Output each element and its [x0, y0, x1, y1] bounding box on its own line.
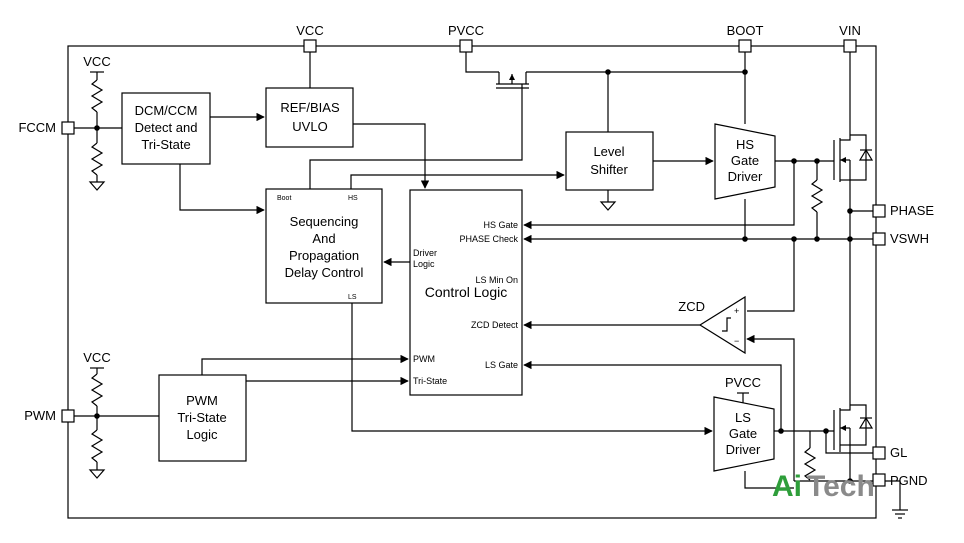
svg-text:Logic: Logic [413, 259, 435, 269]
pin-vcc-top: VCC [296, 23, 324, 53]
dcm-ccm-block: DCM/CCM Detect and Tri-State [121, 92, 211, 165]
pin-pvcc-top: PVCC [448, 23, 484, 53]
ref-bias-block: REF/BIAS UVLO [265, 87, 354, 148]
svg-text:Boot: Boot [277, 195, 291, 202]
svg-text:PVCC: PVCC [725, 375, 761, 390]
pin-phase: PHASE [872, 203, 934, 218]
svg-text:Logic: Logic [186, 427, 218, 442]
svg-text:VCC: VCC [296, 23, 323, 38]
ls-gate-driver: PVCC LS Gate Driver [713, 375, 775, 472]
hysteresis-icon [722, 317, 731, 332]
pin-gl: GL [872, 445, 907, 460]
svg-text:Control Logic: Control Logic [425, 284, 508, 300]
svg-text:PWM: PWM [24, 408, 56, 423]
svg-text:REF/BIAS: REF/BIAS [280, 100, 340, 115]
svg-text:DCM/CCM: DCM/CCM [135, 103, 198, 118]
svg-text:VCC: VCC [83, 54, 110, 69]
svg-text:LS Gate: LS Gate [485, 360, 518, 370]
svg-text:Delay Control: Delay Control [285, 265, 364, 280]
svg-text:PWM: PWM [413, 354, 435, 364]
svg-text:HS: HS [736, 137, 754, 152]
ground-icon [599, 201, 617, 211]
pin-fccm: FCCM [18, 120, 75, 135]
svg-text:HS Gate: HS Gate [483, 220, 518, 230]
svg-text:UVLO: UVLO [292, 119, 327, 134]
fccm-network: VCC [74, 54, 122, 191]
svg-text:Tri-State: Tri-State [413, 376, 447, 386]
pin-vswh: VSWH [872, 231, 929, 246]
svg-text:Level: Level [593, 144, 624, 159]
svg-text:Tri-State: Tri-State [141, 137, 190, 152]
watermark-logo: Ai Tech [772, 470, 875, 503]
svg-text:HS: HS [348, 195, 358, 202]
svg-text:PGND: PGND [890, 473, 928, 488]
svg-text:Driver: Driver [413, 248, 437, 258]
ground-icon [88, 469, 106, 479]
svg-text:−: − [734, 336, 739, 346]
svg-text:Ai: Ai [772, 470, 802, 503]
svg-text:BOOT: BOOT [727, 23, 764, 38]
svg-text:Driver: Driver [726, 442, 761, 457]
svg-text:PWM: PWM [186, 393, 218, 408]
svg-text:Propagation: Propagation [289, 248, 359, 263]
zcd-comparator: ZCD + − [678, 295, 746, 355]
svg-text:Shifter: Shifter [590, 162, 628, 177]
svg-text:VCC: VCC [83, 350, 110, 365]
svg-text:Tri-State: Tri-State [177, 410, 226, 425]
pin-pgnd: PGND [872, 473, 928, 488]
svg-text:ZCD: ZCD [678, 299, 705, 314]
svg-text:Sequencing: Sequencing [290, 214, 359, 229]
hs-mosfet-icon [833, 134, 874, 182]
svg-text:FCCM: FCCM [18, 120, 56, 135]
svg-text:LS: LS [348, 294, 357, 301]
svg-text:Driver: Driver [728, 169, 763, 184]
svg-text:Gate: Gate [729, 426, 757, 441]
svg-text:And: And [312, 231, 335, 246]
svg-text:PHASE: PHASE [890, 203, 934, 218]
pwm-tristate-block: PWM Tri-State Logic [158, 374, 247, 462]
control-logic-block: HS Gate PHASE Check Driver Logic LS Min … [409, 189, 523, 396]
ls-mosfet-icon [833, 395, 874, 452]
svg-text:Gate: Gate [731, 153, 759, 168]
svg-text:PHASE Check: PHASE Check [459, 234, 518, 244]
wires [179, 52, 908, 519]
pin-pwm: PWM [24, 408, 75, 423]
svg-text:LS Min On: LS Min On [475, 275, 518, 285]
svg-text:VIN: VIN [839, 23, 861, 38]
svg-text:Tech: Tech [807, 470, 875, 503]
svg-text:GL: GL [890, 445, 907, 460]
svg-text:VSWH: VSWH [890, 231, 929, 246]
sequencing-block: Boot HS Sequencing And Propagation Delay… [265, 188, 383, 304]
ground-icon [88, 181, 106, 191]
pwm-network: VCC [74, 350, 159, 479]
pmos-switch-icon [496, 72, 529, 89]
pin-boot: BOOT [727, 23, 764, 53]
svg-text:ZCD Detect: ZCD Detect [471, 320, 519, 330]
hs-gate-driver: HS Gate Driver [714, 123, 776, 200]
level-shifter-block: Level Shifter [565, 131, 654, 191]
svg-text:PVCC: PVCC [448, 23, 484, 38]
pin-vin: VIN [839, 23, 861, 53]
svg-text:+: + [734, 306, 739, 316]
svg-text:Detect and: Detect and [135, 120, 198, 135]
svg-text:LS: LS [735, 410, 751, 425]
